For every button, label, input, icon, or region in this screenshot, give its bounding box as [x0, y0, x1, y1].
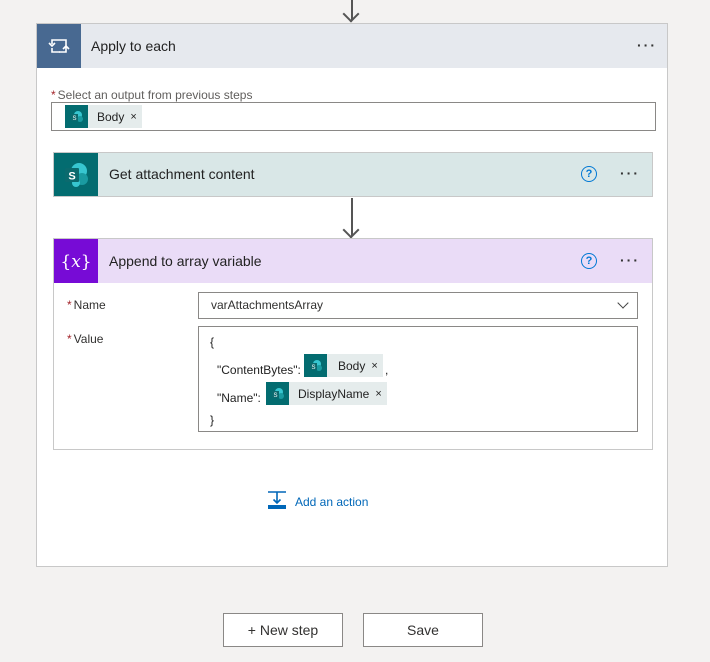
- loop-icon: [37, 24, 81, 68]
- sharepoint-icon: S: [266, 382, 289, 405]
- value-close-brace: }: [210, 413, 215, 427]
- get-attachment-content-header[interactable]: S Get attachment content ? ···: [54, 153, 652, 196]
- svg-text:S: S: [273, 393, 277, 399]
- save-button[interactable]: Save: [363, 613, 483, 647]
- get-attachment-content-menu-button[interactable]: ···: [620, 165, 640, 181]
- append-to-array-variable-menu-button[interactable]: ···: [620, 252, 640, 268]
- middle-connector-arrow: [341, 198, 363, 239]
- sharepoint-icon: S: [304, 354, 327, 377]
- new-step-button[interactable]: + New step: [223, 613, 343, 647]
- apply-to-each-menu-button[interactable]: ···: [637, 37, 657, 53]
- remove-display-name-token-button[interactable]: ×: [375, 387, 382, 400]
- content-bytes-body-token[interactable]: S Body ×: [304, 354, 383, 377]
- chevron-down-icon: [617, 297, 629, 309]
- svg-text:{𝑥}: {𝑥}: [60, 252, 91, 272]
- top-connector-arrow: [341, 0, 363, 23]
- get-attachment-content-card: S Get attachment content ? ···: [53, 152, 653, 197]
- required-mark: *: [67, 298, 72, 312]
- value-expression-input[interactable]: { "ContentBytes": S Body × , "Name": S D…: [198, 326, 638, 432]
- variable-name-value: varAttachmentsArray: [211, 298, 324, 312]
- content-bytes-token-label: Body: [338, 358, 366, 373]
- add-an-action-link[interactable]: Add an action: [266, 490, 368, 513]
- append-to-array-variable-card: {𝑥} Append to array variable ? ··· *Name…: [53, 238, 653, 450]
- value-open-brace: {: [210, 335, 215, 349]
- append-to-array-variable-header[interactable]: {𝑥} Append to array variable ? ···: [54, 239, 652, 283]
- apply-to-each-header[interactable]: Apply to each ···: [37, 24, 667, 68]
- help-icon[interactable]: ?: [581, 166, 597, 182]
- content-bytes-key: "ContentBytes":: [217, 363, 301, 377]
- select-output-input[interactable]: S Body ×: [51, 102, 656, 131]
- svg-text:S: S: [72, 116, 76, 122]
- name-key: "Name":: [217, 391, 261, 405]
- display-name-token-label: DisplayName: [298, 386, 370, 401]
- remove-content-bytes-token-button[interactable]: ×: [371, 359, 378, 372]
- value-comma: ,: [385, 363, 389, 377]
- select-output-label: *Select an output from previous steps: [51, 88, 253, 102]
- required-mark: *: [51, 88, 56, 102]
- display-name-token[interactable]: S DisplayName ×: [266, 382, 387, 405]
- sharepoint-icon: S: [54, 153, 98, 196]
- help-icon[interactable]: ?: [581, 253, 597, 269]
- body-token[interactable]: S Body ×: [65, 105, 142, 128]
- value-field-label: *Value: [67, 332, 104, 346]
- svg-text:S: S: [68, 170, 75, 182]
- sharepoint-icon: S: [65, 105, 88, 128]
- name-field-label: *Name: [67, 298, 106, 312]
- add-action-icon: [266, 490, 288, 513]
- variable-icon: {𝑥}: [54, 239, 98, 283]
- body-token-label: Body: [97, 109, 125, 124]
- append-to-array-variable-title: Append to array variable: [109, 253, 262, 269]
- remove-body-token-button[interactable]: ×: [130, 110, 137, 123]
- variable-name-dropdown[interactable]: varAttachmentsArray: [198, 292, 638, 319]
- required-mark: *: [67, 332, 72, 346]
- add-an-action-label: Add an action: [295, 494, 369, 509]
- get-attachment-content-title: Get attachment content: [109, 166, 255, 182]
- apply-to-each-title: Apply to each: [91, 38, 176, 54]
- svg-text:S: S: [311, 365, 315, 371]
